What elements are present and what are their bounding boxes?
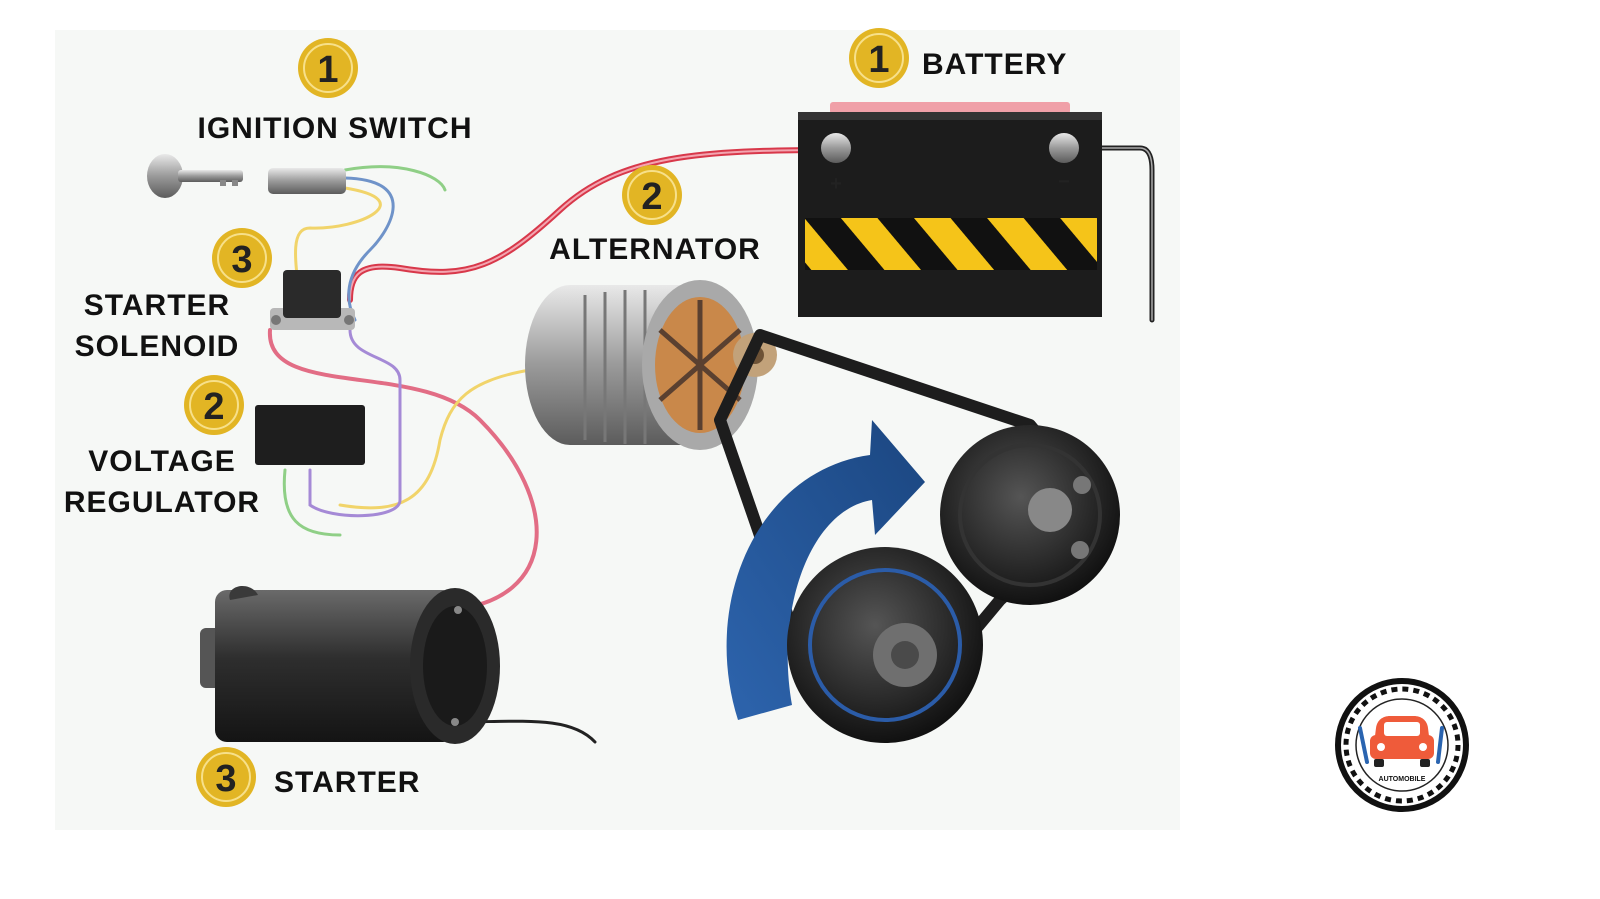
- solenoid-to-starter-wire: [267, 328, 539, 612]
- regulator-green-wire: [282, 468, 342, 537]
- key-icon: [147, 154, 243, 198]
- battery: + −: [798, 102, 1102, 317]
- ignition-yellow-wire: [294, 186, 382, 302]
- battery-cap-strip: [830, 102, 1070, 114]
- starter-motor: [200, 585, 500, 744]
- battery-positive-symbol: +: [830, 173, 842, 195]
- starter-solenoid-label-line1: STARTER: [84, 289, 230, 322]
- svg-text:2: 2: [203, 386, 224, 428]
- solenoid-body: [283, 270, 341, 318]
- alternator-badge: 2: [622, 165, 682, 225]
- battery-label: BATTERY: [922, 48, 1067, 81]
- alternator-label: ALTERNATOR: [549, 233, 761, 266]
- voltage-regulator-badge: 2: [184, 375, 244, 435]
- svg-text:2: 2: [641, 176, 662, 218]
- starter-solenoid: [270, 270, 355, 330]
- starter-badge: 3: [196, 747, 256, 807]
- car-icon: [1370, 716, 1434, 767]
- ignition-switch-badge: 1: [298, 38, 358, 98]
- wires: [267, 145, 1155, 744]
- regulator-yellow-wire: [338, 368, 532, 510]
- brand-logo: AUTOMOBILE: [1335, 678, 1469, 812]
- starter-solenoid-label-line2: SOLENOID: [75, 330, 240, 363]
- logo-text: AUTOMOBILE: [1379, 776, 1426, 783]
- battery-positive-terminal: [821, 133, 851, 163]
- voltage-regulator-label-line1: VOLTAGE: [88, 445, 236, 478]
- ignition-green-wire: [343, 165, 447, 192]
- crank-pulley: [940, 425, 1120, 605]
- screwdriver-icon: [1436, 726, 1444, 764]
- alternator: [525, 280, 777, 450]
- ignition-switch-label: IGNITION SWITCH: [198, 112, 473, 145]
- ignition-switch-body: [268, 168, 346, 194]
- voltage-regulator-label-line2: REGULATOR: [64, 486, 260, 519]
- svg-text:1: 1: [317, 49, 338, 91]
- battery-hazard-stripe: [805, 218, 1097, 270]
- battery-negative-symbol: −: [1058, 171, 1070, 193]
- svg-text:3: 3: [231, 239, 252, 281]
- wrench-icon: [1358, 726, 1369, 764]
- badges: 1 1 2 3 2 3: [184, 28, 909, 807]
- starter-solenoid-badge: 3: [212, 228, 272, 288]
- svg-text:1: 1: [868, 39, 889, 81]
- battery-badge: 1: [849, 28, 909, 88]
- ignition-switch: [147, 154, 346, 198]
- voltage-regulator-body: [255, 405, 365, 465]
- labels: IGNITION SWITCH BATTERY ALTERNATOR START…: [64, 48, 1067, 799]
- rotation-arrow-icon: [726, 420, 925, 720]
- regulator-purple-wire: [308, 328, 402, 518]
- ignition-blue-wire: [343, 176, 395, 322]
- starter-label: STARTER: [274, 766, 420, 799]
- svg-text:3: 3: [215, 758, 236, 800]
- battery-negative-terminal: [1049, 133, 1079, 163]
- idler-pulley: [787, 547, 983, 743]
